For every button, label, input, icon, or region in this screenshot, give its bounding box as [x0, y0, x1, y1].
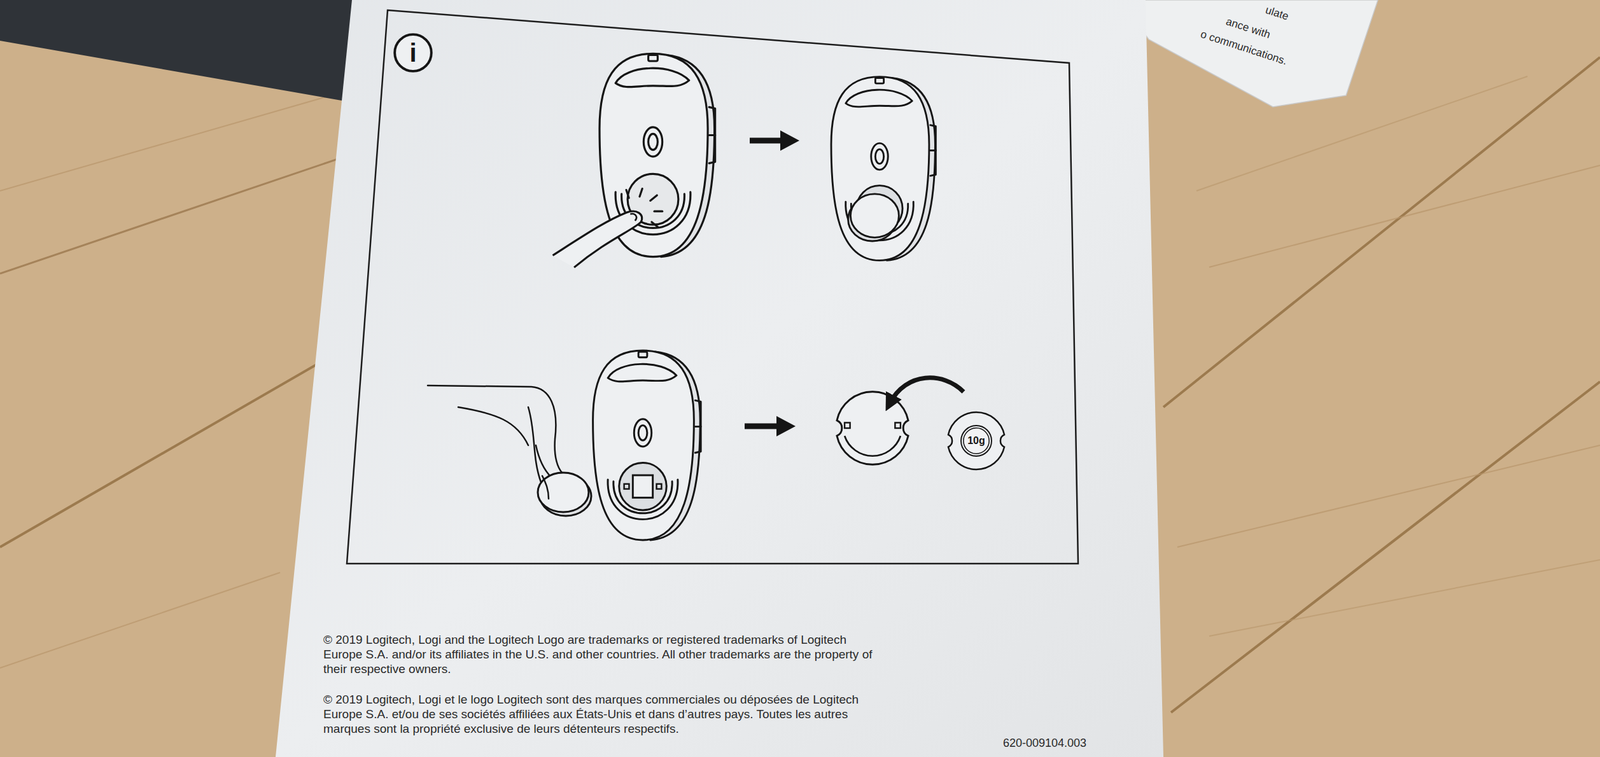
hand-part [537, 472, 589, 513]
label-slot: © 2019 Logitech, Logi et le logo Logitec… [323, 692, 878, 737]
wood-floor-part [1196, 76, 1528, 191]
mouse-press-part [553, 211, 643, 268]
wood-floor-part [0, 152, 357, 274]
hand-part [458, 407, 529, 446]
weight-center [963, 428, 990, 454]
node-text: i [409, 38, 417, 67]
mouse-door-open-part [831, 77, 936, 261]
sheet-fragment: ulate [1263, 3, 1291, 24]
weight-rim [948, 412, 1005, 470]
label-slot: ulate [1263, 3, 1291, 24]
mouse-door-removed-part [619, 462, 667, 510]
mouse-door-removed-part [593, 350, 702, 541]
mouse-press-part-part [639, 189, 643, 198]
mouse-door-removed-part [624, 484, 630, 490]
mouse-door-removed-part [656, 484, 662, 490]
info-icon: i [392, 32, 434, 74]
weight-socket-part [836, 392, 909, 465]
mouse-press-part-part [651, 222, 659, 228]
step-arrow-part [780, 130, 800, 151]
mouse-door-removed-part [632, 475, 653, 498]
step-arrow [749, 130, 800, 151]
wood-floor-part [1163, 57, 1600, 408]
mouse-press-part-part [626, 190, 629, 199]
step-arrow-part [744, 423, 781, 430]
mouse-door-open [831, 77, 936, 261]
copyright-notice: © 2019 Logitech, Logi et le logo Logitec… [323, 692, 878, 737]
hand-part [535, 445, 552, 478]
panel-frame [346, 10, 1079, 564]
weight-ring [961, 425, 992, 457]
mouse-press-part [630, 213, 637, 221]
icon-ring [394, 34, 432, 72]
wood-floor-part [0, 356, 331, 548]
wood-floor-part [0, 95, 331, 191]
wood-floor-part [1209, 165, 1600, 268]
insert-arrow [889, 378, 964, 404]
mouse-press [553, 53, 716, 268]
hand-part [427, 385, 563, 474]
node-text: 10g [967, 435, 986, 447]
step-arrow [744, 416, 796, 437]
weight-socket-part [844, 435, 901, 457]
part-number: 620-009104.003 [1003, 736, 1087, 751]
wood-floor-part [1177, 445, 1600, 548]
mouse-door-removed [593, 350, 702, 541]
weight-socket [836, 392, 909, 465]
hand-part [542, 476, 549, 499]
wood-floor-part [1171, 381, 1600, 713]
dark-card [0, 0, 370, 102]
mouse-press-part-part [650, 195, 658, 201]
label-slot: © 2019 Logitech, Logi and the Logitech L… [323, 632, 878, 677]
instruction-sheet [275, 0, 1164, 757]
mouse-press-part-part [654, 210, 663, 213]
label-slot: 620-009104.003 [1003, 736, 1087, 751]
weight-disc: 10g [945, 410, 1007, 472]
mouse-door-open-part [850, 194, 899, 238]
hand [427, 385, 592, 517]
step-arrow-part [776, 416, 796, 437]
step-arrow-part [749, 138, 785, 144]
weight-socket-part [894, 422, 901, 429]
other-sheet [1120, 0, 1378, 107]
copyright-notice: © 2019 Logitech, Logi and the Logitech L… [323, 632, 878, 677]
wood-floor-part [0, 572, 281, 669]
wood-floor-part [1209, 560, 1600, 637]
weight-socket-part [844, 422, 851, 429]
